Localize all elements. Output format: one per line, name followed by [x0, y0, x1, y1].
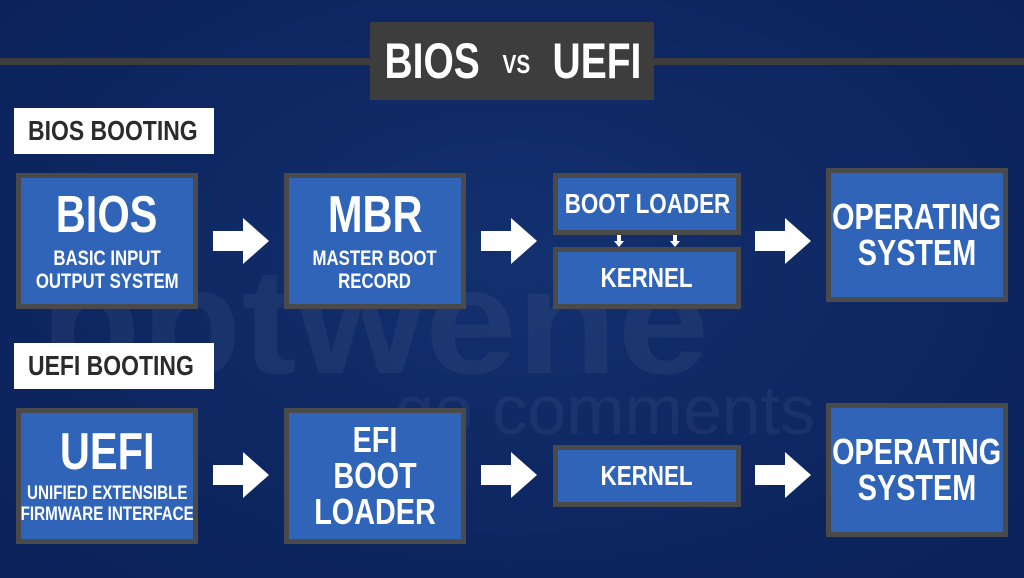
arrow-right-icon — [213, 452, 269, 498]
kernel-label-bios: KERNEL — [600, 262, 694, 293]
uefi-box-title: UEFI — [59, 423, 155, 482]
arrow-right-icon — [481, 218, 537, 264]
bios-box: BIOS BASIC INPUT OUTPUT SYSTEM — [16, 173, 198, 309]
title-vs: VS — [502, 49, 531, 79]
page-title: BIOS VS UEFI — [370, 22, 654, 100]
title-uefi: UEFI — [552, 33, 641, 89]
bios-box-title: BIOS — [56, 185, 158, 244]
mbr-box-title: MBR — [327, 185, 423, 244]
section-label-bios-booting: BIOS BOOTING — [14, 108, 214, 154]
boot-loader-label: BOOT LOADER — [564, 188, 730, 219]
mbr-box-subtitle-2: RECORD — [338, 270, 412, 293]
uefi-box-subtitle-1: UNIFIED EXTENSIBLE — [26, 483, 188, 505]
arrow-right-icon — [213, 218, 269, 264]
os-label-uefi-2: SYSTEM — [857, 467, 977, 508]
bios-box-subtitle-1: BASIC INPUT — [53, 246, 161, 270]
efi-label-2: BOOT — [333, 455, 417, 496]
mbr-box-subtitle-1: MASTER BOOT — [312, 246, 438, 270]
arrow-down-icon — [670, 235, 680, 247]
arrow-right-icon — [481, 452, 537, 498]
section-label-bios-text: BIOS BOOTING — [28, 115, 198, 146]
os-box-uefi: OPERATING SYSTEM — [826, 403, 1008, 537]
os-label-bios-2: SYSTEM — [857, 232, 977, 273]
boot-loader-box: BOOT LOADER — [553, 173, 741, 235]
uefi-box: UEFI UNIFIED EXTENSIBLE FIRMWARE INTERFA… — [16, 408, 198, 544]
section-label-uefi-booting: UEFI BOOTING — [14, 343, 214, 389]
os-label-bios-1: OPERATING — [832, 196, 1002, 237]
os-box-bios: OPERATING SYSTEM — [826, 168, 1008, 302]
efi-label-3: LOADER — [314, 491, 436, 532]
bios-box-subtitle-2: OUTPUT SYSTEM — [35, 270, 179, 293]
efi-boot-loader-box: EFI BOOT LOADER — [284, 408, 466, 544]
title-bios: BIOS — [384, 33, 480, 89]
os-label-uefi-1: OPERATING — [832, 431, 1002, 472]
kernel-box-bios: KERNEL — [553, 247, 741, 309]
arrow-down-icon — [614, 235, 624, 247]
uefi-box-subtitle-2: FIRMWARE INTERFACE — [20, 504, 194, 525]
section-label-uefi-text: UEFI BOOTING — [28, 350, 194, 381]
arrow-right-icon — [755, 452, 811, 498]
mbr-box: MBR MASTER BOOT RECORD — [284, 173, 466, 309]
kernel-box-uefi: KERNEL — [553, 445, 741, 507]
arrow-right-icon — [755, 218, 811, 264]
efi-label-1: EFI — [352, 419, 398, 460]
kernel-label-uefi: KERNEL — [600, 460, 694, 491]
